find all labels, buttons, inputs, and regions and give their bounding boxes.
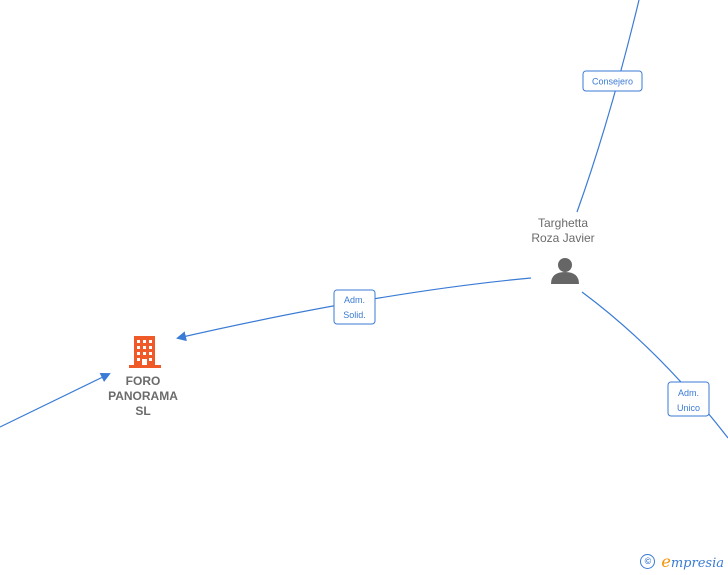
company-node[interactable]: FORO PANORAMA SL bbox=[108, 336, 178, 418]
edge-label-consejero-text: Consejero bbox=[592, 77, 633, 87]
edge-label-adm-solid-line2: Solid. bbox=[343, 310, 366, 320]
edge-label-adm-solid[interactable]: Adm. Solid. bbox=[333, 289, 376, 325]
building-icon bbox=[129, 336, 161, 368]
edge-label-adm-solid-line1: Adm. bbox=[344, 295, 365, 305]
empresia-logo: empresia bbox=[661, 552, 724, 571]
edge-adm-unico bbox=[581, 291, 728, 439]
edge-label-consejero[interactable]: Consejero bbox=[582, 70, 643, 92]
person-icon bbox=[551, 258, 579, 284]
company-name-line2: PANORAMA bbox=[108, 389, 178, 403]
edge-label-adm-unico-line1: Adm. bbox=[678, 388, 699, 398]
person-name-line1: Targhetta bbox=[538, 216, 588, 230]
logo-initial: e bbox=[661, 552, 671, 571]
company-name-line3: SL bbox=[135, 404, 150, 418]
copyright-icon: © bbox=[640, 554, 656, 569]
edge-label-adm-unico-line2: Unico bbox=[677, 403, 700, 413]
edge-label-adm-unico[interactable]: Adm. Unico bbox=[667, 381, 710, 417]
empresia-watermark: © empresia bbox=[640, 552, 724, 571]
person-node[interactable]: Targhetta Roza Javier bbox=[531, 216, 595, 284]
logo-rest: mpresia bbox=[670, 556, 724, 571]
company-name-line1: FORO bbox=[126, 374, 161, 388]
edge-offscreen-to-company bbox=[0, 373, 111, 428]
edge-consejero bbox=[576, 0, 640, 213]
person-name-line2: Roza Javier bbox=[531, 231, 594, 245]
